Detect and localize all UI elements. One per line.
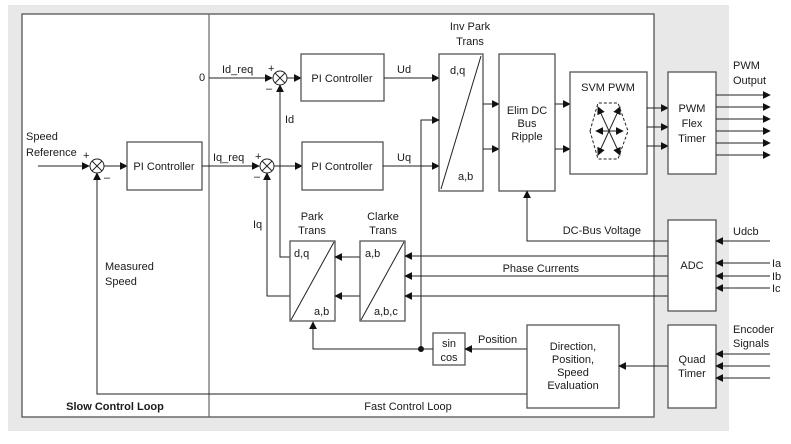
- d-sum-minus: –: [266, 83, 273, 95]
- elim-dc-label-1: Elim DC: [507, 105, 547, 117]
- slow-loop-label: Slow Control Loop: [66, 401, 164, 413]
- id-req-label: Id_req: [222, 64, 253, 76]
- clarke-title: Clarke: [367, 211, 399, 223]
- inv-park-bottom-label: a,b: [458, 171, 473, 183]
- ud-label: Ud: [397, 64, 411, 76]
- ib-label: Ib: [772, 271, 781, 283]
- park-bottom-label: a,b: [314, 306, 329, 318]
- elim-dc-label-2: Bus: [518, 118, 537, 130]
- speed-pi-controller-block: [126, 141, 203, 191]
- q-sum-minus: –: [254, 171, 261, 183]
- measured-speed-label: Measured: [105, 261, 154, 273]
- encoder-signals-label: Encoder: [733, 324, 774, 336]
- iq-req-label: Iq_req: [213, 152, 244, 164]
- adc-block: [667, 219, 717, 312]
- clarke-title-2: Trans: [369, 225, 397, 237]
- measured-speed-feedback-line: [93, 172, 527, 395]
- phase-currents-label: Phase Currents: [503, 263, 580, 275]
- pwm-flex-timer-label-1: PWM: [679, 103, 706, 115]
- speed-sum-minus: –: [104, 172, 111, 184]
- q-pi-controller-block: [301, 141, 384, 191]
- pwm-output-lines: [716, 91, 771, 159]
- uq-label: Uq: [397, 152, 411, 164]
- park-diagonal: [290, 241, 335, 321]
- sin-label: sin: [442, 338, 456, 350]
- pwm-flex-timer-block: [667, 71, 717, 175]
- q-sum-plus: +: [255, 151, 261, 163]
- d-summing-junction: [272, 70, 288, 86]
- q-summing-junction: [259, 158, 275, 174]
- evaluation-label-4: Evaluation: [547, 380, 598, 392]
- dc-bus-voltage-line: [523, 190, 668, 242]
- park-title-2: Trans: [298, 225, 326, 237]
- id-feedback-line: [276, 84, 290, 258]
- quad-timer-block: [667, 324, 717, 409]
- measured-speed-label-2: Speed: [105, 276, 137, 288]
- quad-timer-label-2: Timer: [678, 368, 706, 380]
- evaluation-label-1: Direction,: [550, 341, 596, 353]
- d-pi-controller-label: PI Controller: [311, 73, 372, 85]
- speed-sum-plus: +: [83, 150, 89, 162]
- theta-to-inv-park-line: [420, 116, 440, 349]
- udcb-label: Udcb: [733, 226, 759, 238]
- adc-label: ADC: [680, 260, 703, 272]
- d-sum-plus: +: [268, 63, 274, 75]
- zero-input-label: 0: [199, 72, 205, 84]
- cos-label: cos: [440, 352, 458, 364]
- ia-label: Ia: [772, 258, 782, 270]
- inv-park-title: Inv Park: [450, 21, 491, 33]
- theta-to-park-line: [309, 321, 421, 350]
- inv-park-title-2: Trans: [456, 36, 484, 48]
- inv-park-diagonal: [440, 55, 482, 190]
- ic-label: Ic: [772, 283, 781, 295]
- position-label: Position: [478, 334, 517, 346]
- q-pi-controller-label: PI Controller: [311, 161, 372, 173]
- speed-reference-label: Speed: [26, 131, 58, 143]
- evaluation-label-2: Position,: [552, 354, 594, 366]
- pwm-output-label-2: Output: [733, 75, 766, 87]
- d-pi-controller-block: [300, 53, 385, 102]
- direction-position-speed-evaluation-block: [526, 324, 620, 409]
- evaluation-label-3: Speed: [557, 367, 589, 379]
- dc-bus-voltage-label: DC-Bus Voltage: [563, 225, 641, 237]
- iq-label: Iq: [253, 219, 262, 231]
- clarke-top-label: a,b: [365, 248, 380, 260]
- speed-pi-controller-label: PI Controller: [133, 161, 194, 173]
- quad-timer-label-1: Quad: [679, 354, 706, 366]
- speed-reference-label-2: Reference: [26, 147, 77, 159]
- elim-dc-bus-ripple-block: [498, 53, 556, 192]
- pwm-flex-timer-label-2: Flex: [682, 118, 703, 130]
- id-label: Id: [285, 114, 294, 126]
- clarke-bottom-label: a,b,c: [374, 306, 398, 318]
- inv-park-top-label: d,q: [450, 65, 465, 77]
- pwm-output-label: PWM: [733, 60, 760, 72]
- svm-pwm-block: [569, 71, 648, 175]
- park-top-label: d,q: [294, 248, 309, 260]
- encoder-signals-label-2: Signals: [733, 338, 770, 350]
- iq-feedback-line: [263, 172, 290, 297]
- pwm-flex-timer-label-3: Timer: [678, 133, 706, 145]
- svm-hexagon-icon: [589, 102, 629, 160]
- park-title: Park: [301, 211, 324, 223]
- speed-summing-junction: [89, 158, 105, 174]
- clarke-diagonal: [360, 241, 405, 321]
- elim-dc-label-3: Ripple: [511, 131, 542, 143]
- fast-loop-label: Fast Control Loop: [364, 401, 451, 413]
- svm-pwm-label: SVM PWM: [581, 82, 635, 94]
